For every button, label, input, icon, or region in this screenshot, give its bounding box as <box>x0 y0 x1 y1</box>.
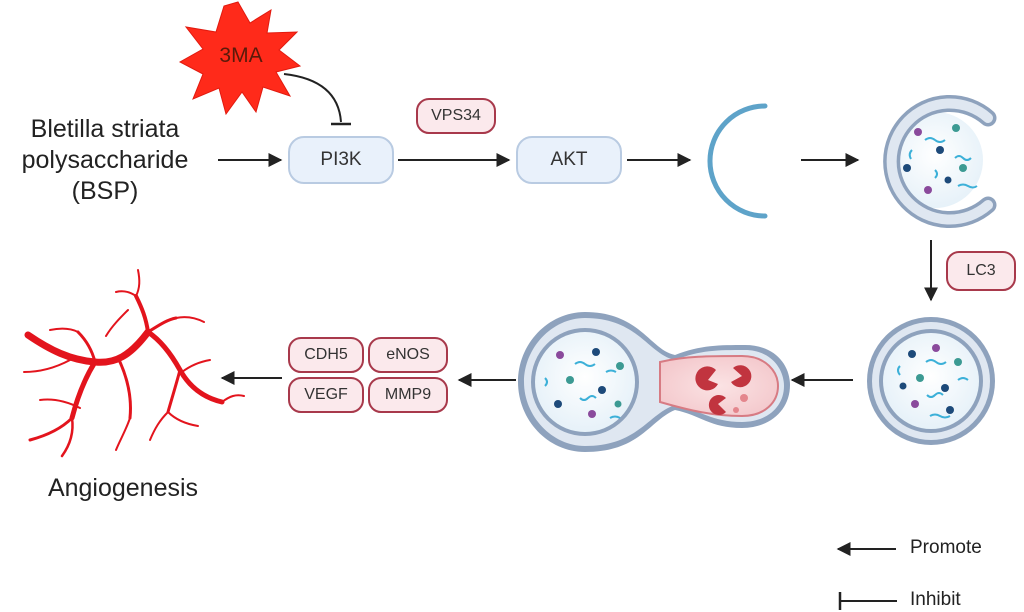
node-vps34: VPS34 <box>416 98 496 134</box>
inhibit-curve <box>283 73 342 123</box>
marker-enos: eNOS <box>368 337 448 373</box>
legend-inhibit-label: Inhibit <box>910 589 961 610</box>
marker-vegf: VEGF <box>288 377 364 413</box>
inhibitor-label: 3MA <box>219 44 263 67</box>
source-label: Bletilla striata polysaccharide (BSP) <box>0 114 210 207</box>
node-pi3k: PI3K <box>288 136 394 184</box>
autophagosome <box>867 317 995 445</box>
node-lc3: LC3 <box>946 251 1016 291</box>
forming-autophagosome <box>883 95 997 228</box>
source-label-line-1: Bletilla striata <box>30 115 180 143</box>
node-akt: AKT <box>516 136 622 184</box>
inhibitor-starburst <box>178 1 302 116</box>
marker-cdh5: CDH5 <box>288 337 364 373</box>
legend-promote-label: Promote <box>910 537 982 558</box>
blood-vessel-network <box>23 269 245 458</box>
autolysosome <box>518 312 790 452</box>
marker-mmp9: MMP9 <box>368 377 448 413</box>
outcome-label: Angiogenesis <box>47 474 199 502</box>
source-label-line-3: (BSP) <box>71 177 139 205</box>
phagophore <box>707 103 768 219</box>
source-label-line-2: polysaccharide <box>21 146 189 174</box>
